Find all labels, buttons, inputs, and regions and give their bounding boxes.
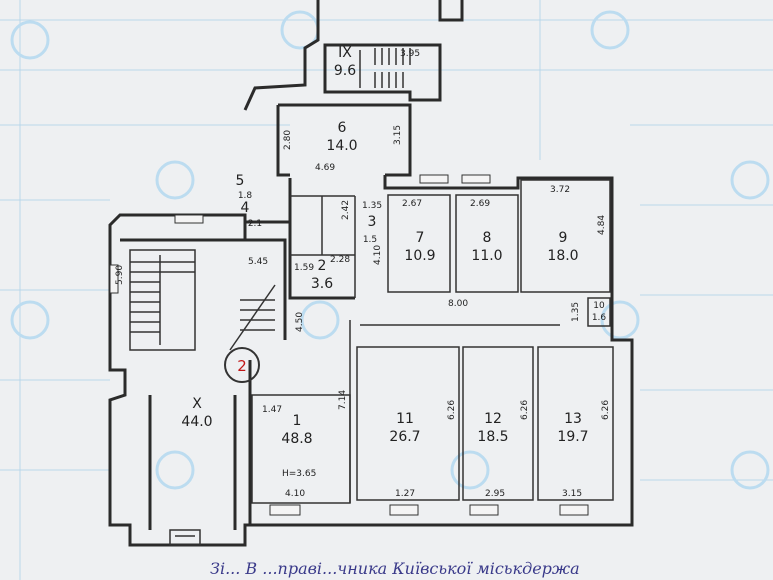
room-num-11: 11 [396,411,414,427]
room-area-6: 14.0 [326,138,357,154]
room-num-2: 2 [318,258,327,274]
room-num-6: 6 [338,120,347,136]
partitions [251,179,614,504]
dim-label: 4.84 [597,215,607,235]
dim-label: 5.45 [248,257,268,267]
dim-label: 3.15 [393,125,403,145]
watermark-logos [10,10,770,490]
room-area-X: 44.0 [181,414,212,430]
room-num-7: 7 [416,230,425,246]
room-num-10: 10 [593,301,605,311]
room-area-12: 18.5 [477,429,508,445]
room-num-8: 8 [483,230,492,246]
dim-label: 2.80 [283,130,293,150]
room-num-9: 9 [559,230,568,246]
dim-label: 1.35 [571,302,581,322]
room-area-4: 2.1 [248,219,262,229]
marker-circle: 2 [224,347,260,383]
dim-label: 4.10 [285,489,305,499]
room-num-3: 3 [368,214,377,230]
dim-label: 3.15 [562,489,582,499]
room-area-9: 18.0 [547,248,578,264]
dim-label: 6.26 [601,400,611,420]
dim-label: 3.95 [400,49,420,59]
building-walls [108,103,634,547]
room-area-5: 1.8 [238,191,253,201]
dim-label: 3.72 [550,185,570,195]
dimension-labels: 3.95 2.80 4.69 3.15 1.35 2.42 4.10 1.59 … [115,49,611,499]
main-staircase [129,249,276,351]
room-area-8: 11.0 [471,248,502,264]
room-area-2: 3.6 [311,276,333,292]
dim-label: 1.35 [362,201,382,211]
entrance-steps [169,529,201,546]
room-num-5: 5 [236,173,245,189]
room-num-1: 1 [293,413,302,429]
windows [109,174,589,516]
room-area-10: 1.6 [592,313,607,323]
dim-label: 4.50 [295,312,305,332]
room-num-IX: IX [338,45,352,61]
dim-label: 2.67 [402,199,422,209]
room-area-13: 19.7 [557,429,588,445]
room-num-12: 12 [484,411,502,427]
dim-label: 6.26 [520,400,530,420]
dim-label: 4.10 [373,245,383,265]
dim-label: 5.90 [115,265,125,285]
dim-label: 1.27 [395,489,415,499]
dim-label: 6.26 [447,400,457,420]
caption-text: Зі... В ...праві...чника Київської міськ… [210,559,580,578]
marker-label: 2 [237,357,247,375]
dim-label: 2.28 [330,255,350,265]
stair-annex [243,0,464,111]
dim-label: 8.00 [448,299,468,309]
dim-label: 7.14 [338,390,348,410]
dim-label: 1.59 [294,263,314,273]
room-area-IX: 9.6 [334,63,356,79]
dim-label: 2.69 [470,199,490,209]
dim-label: 1.47 [262,405,282,415]
height-label: H=3.65 [282,469,316,479]
room-labels: IX 9.6 6 14.0 5 1.8 4 2.1 3 1.5 2 3.6 7 … [181,45,606,447]
room-num-4: 4 [241,200,250,216]
dim-label: 2.42 [341,200,351,220]
stair-steps [374,48,411,88]
room-area-1: 48.8 [281,431,312,447]
room-num-13: 13 [564,411,582,427]
room-num-X: X [192,396,202,412]
dim-label: 2.95 [485,489,505,499]
room-area-3: 1.5 [363,235,377,245]
room-area-7: 10.9 [404,248,435,264]
dim-label: 4.69 [315,163,335,173]
room-area-11: 26.7 [389,429,420,445]
